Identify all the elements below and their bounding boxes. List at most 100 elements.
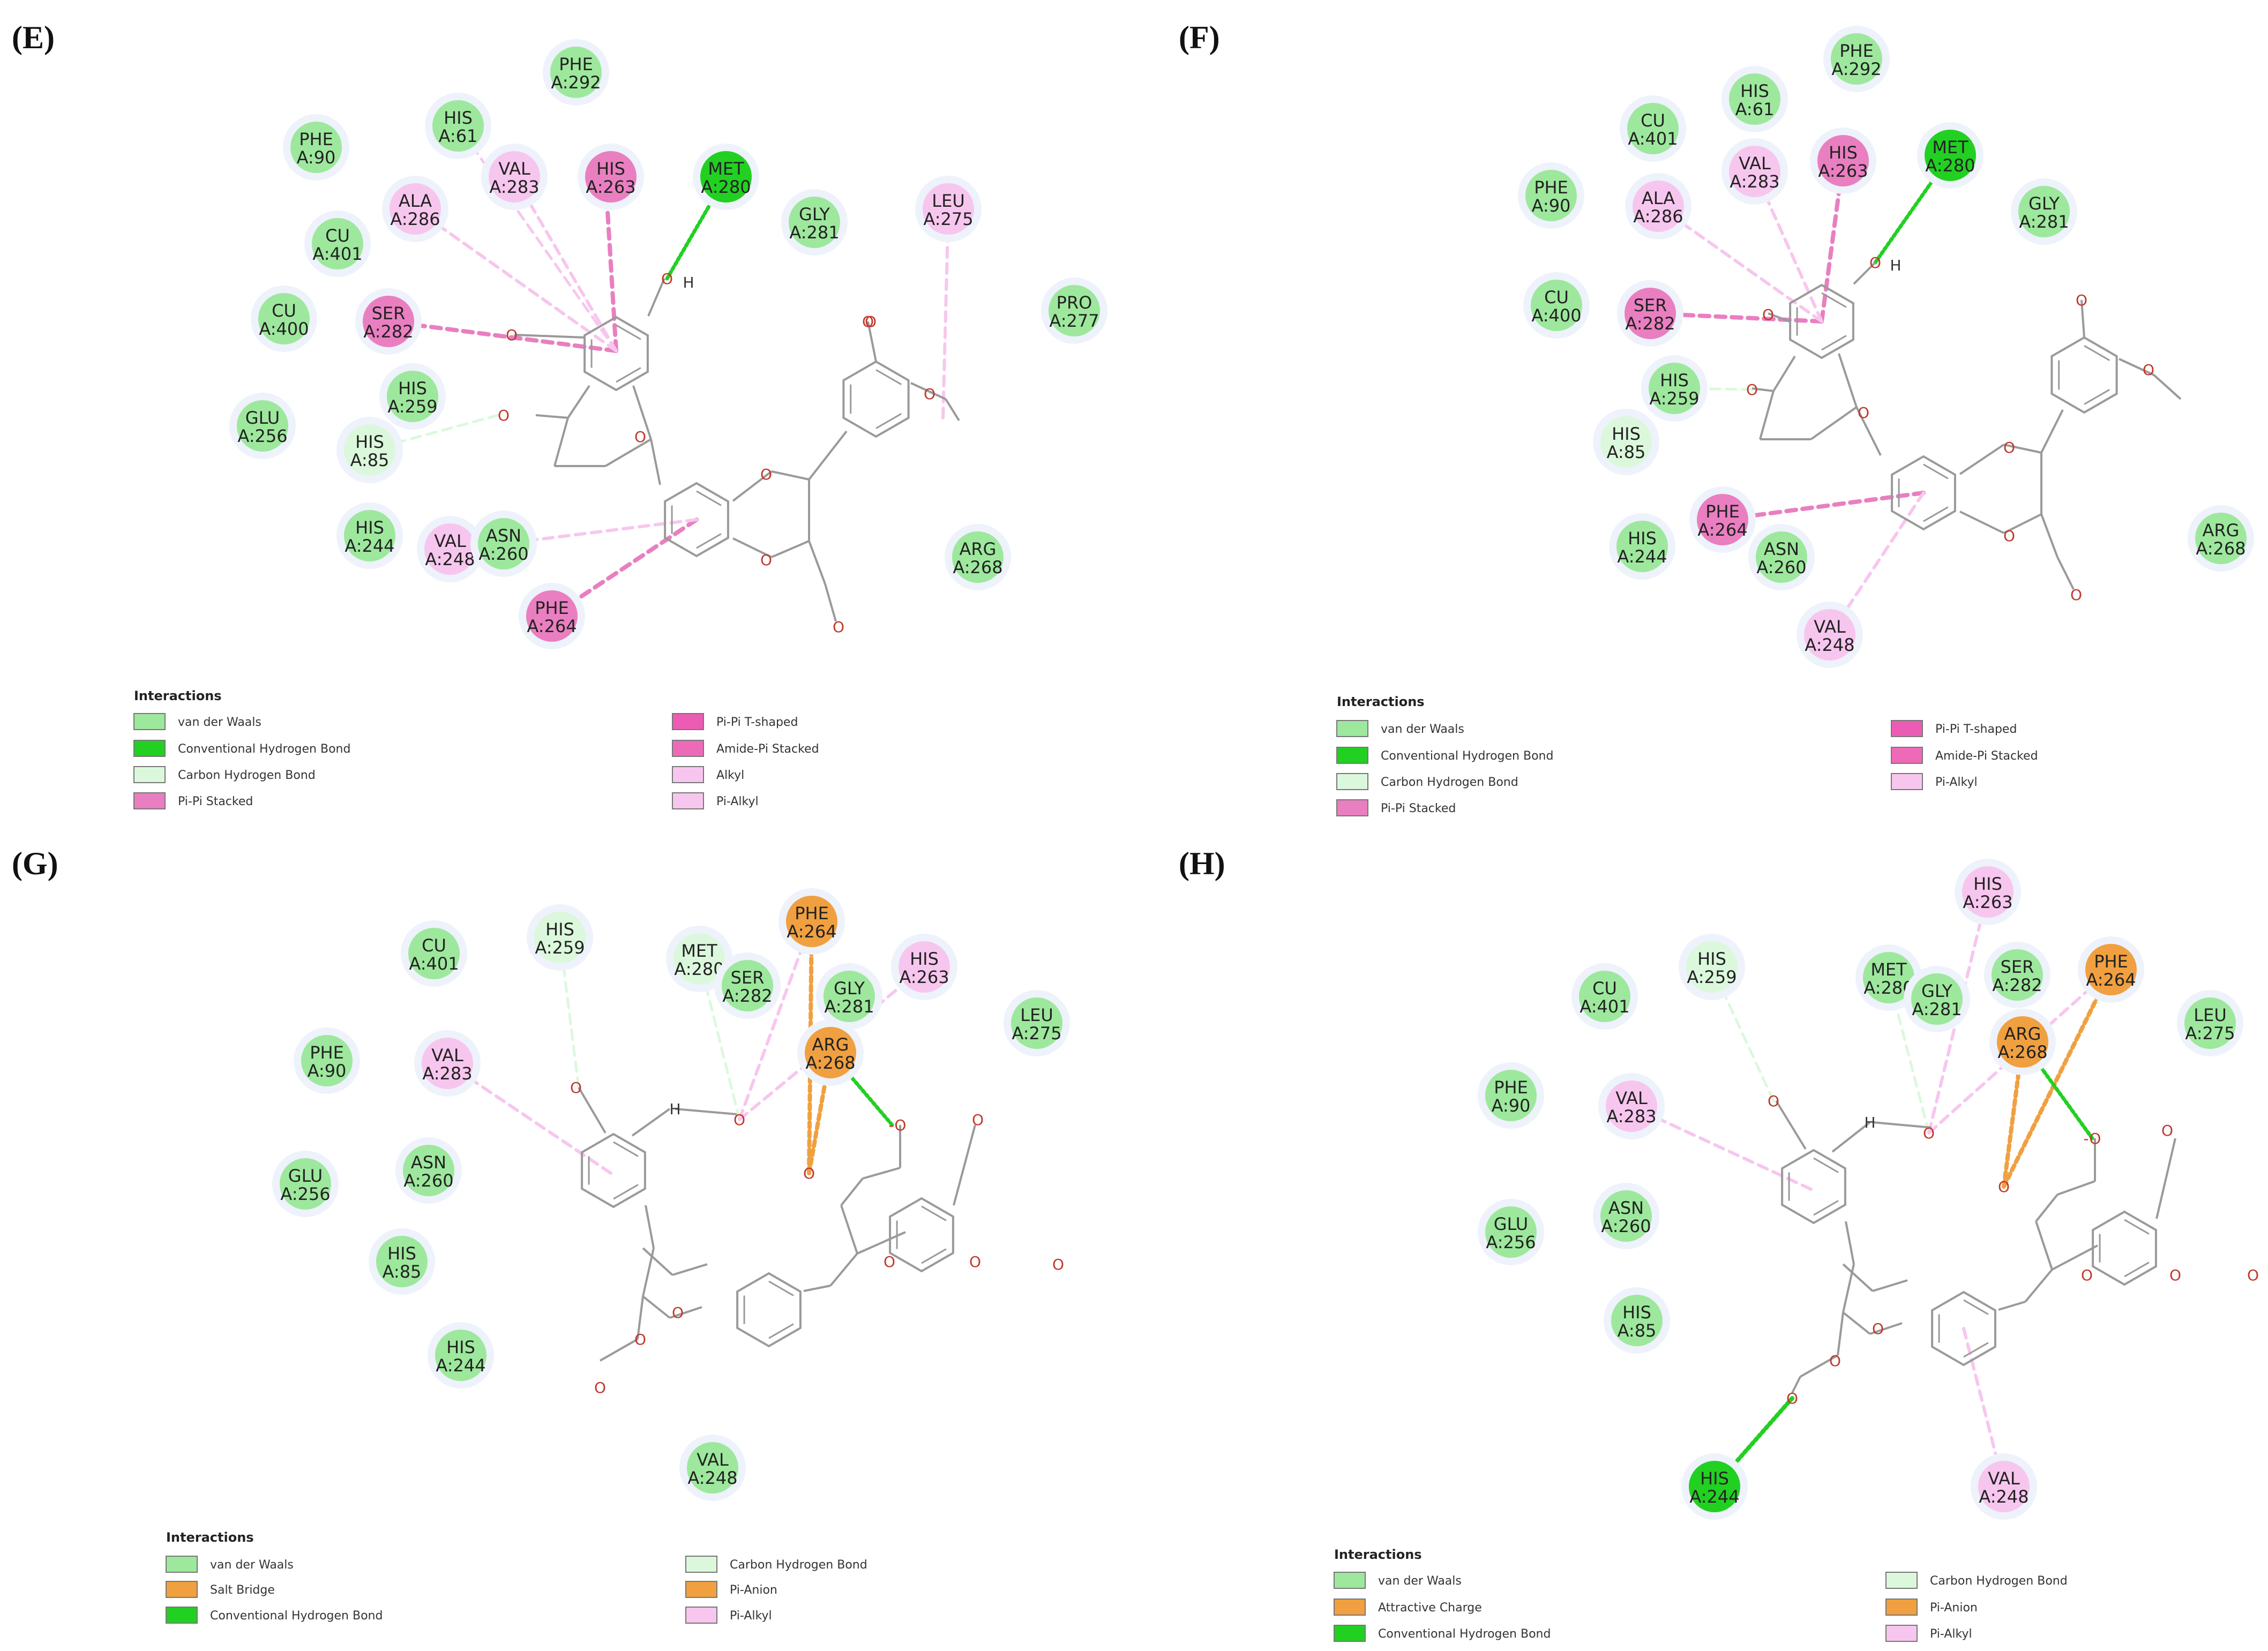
residue-id: A:286 xyxy=(1633,206,1683,227)
atom-label: O xyxy=(2143,361,2154,379)
residue-name: PHE xyxy=(1839,41,1874,61)
residue-disc xyxy=(1627,103,1679,154)
residue-name: ASN xyxy=(1764,539,1799,559)
residue-id: A:90 xyxy=(308,1061,347,1081)
residue-disc xyxy=(1600,416,1652,468)
residue-name: PHE xyxy=(1494,1077,1528,1098)
atom-label: O xyxy=(2003,439,2015,456)
legend-label: Carbon Hydrogen Bond xyxy=(1381,776,1518,789)
residue-name: HIS xyxy=(387,1243,416,1264)
residue-name: ARG xyxy=(812,1034,849,1055)
residue-disc xyxy=(390,183,441,235)
residue-id: A:401 xyxy=(1628,129,1678,149)
legend-swatch xyxy=(1891,773,1923,790)
atom-label: O xyxy=(2169,1266,2181,1284)
legend-label: van der Waals xyxy=(210,1558,294,1572)
residue-name: ASN xyxy=(1608,1198,1644,1218)
ligand-bond xyxy=(2153,374,2182,400)
residue-name: HIS xyxy=(1612,424,1641,444)
atom-label: O xyxy=(498,407,510,424)
residue-name: HIS xyxy=(1697,949,1726,969)
ligand-bond xyxy=(1837,1312,1844,1356)
ligand-bond xyxy=(1751,387,1774,392)
residue-name: PRO xyxy=(1057,292,1092,313)
residue-disc xyxy=(700,151,752,202)
residue-id: A:244 xyxy=(436,1355,485,1376)
residue-id: A:283 xyxy=(489,177,539,197)
ligand-double-bond xyxy=(2124,1219,2150,1235)
residue-disc xyxy=(1485,1070,1537,1121)
ligand-bond xyxy=(1759,391,1775,440)
legend-label: Alkyl xyxy=(716,769,744,782)
panel-label: (E) xyxy=(12,20,55,55)
residue-id: A:85 xyxy=(383,1262,422,1282)
residue-disc xyxy=(1049,285,1100,336)
atom-label: O xyxy=(2081,1266,2093,1284)
residue-id: A:400 xyxy=(259,319,309,339)
residue-disc xyxy=(786,896,837,947)
legend-title: Interactions xyxy=(1334,1547,1422,1562)
legend-label: Pi-Alkyl xyxy=(716,795,759,808)
residue-name: GLY xyxy=(799,204,830,224)
legend-swatch xyxy=(672,740,704,757)
atom-label: H xyxy=(1890,257,1901,274)
residue-name: SER xyxy=(372,303,406,324)
residue-disc xyxy=(1729,146,1780,197)
atom-label: O xyxy=(1869,254,1881,272)
residue-disc xyxy=(258,293,310,344)
residue-name: LEU xyxy=(932,191,964,211)
interaction-line xyxy=(368,414,500,452)
atom-label: O xyxy=(594,1379,606,1397)
residue-name: VAL xyxy=(431,1045,463,1065)
ligand-bond xyxy=(771,470,810,481)
legend-label: Carbon Hydrogen Bond xyxy=(730,1558,867,1572)
residue-id: A:248 xyxy=(687,1468,737,1488)
residue-id: A:256 xyxy=(280,1184,330,1204)
residue-id: A:292 xyxy=(1831,59,1881,79)
ligand-bond xyxy=(2052,1244,2098,1271)
ligand-double-bond xyxy=(696,490,722,506)
atom-label: O xyxy=(733,1111,745,1129)
ligand-double-bond xyxy=(2124,1262,2150,1278)
ligand-double-bond xyxy=(2084,345,2110,361)
legend-label: Pi-Alkyl xyxy=(1930,1627,1972,1641)
interaction-line xyxy=(1828,491,1925,636)
legend-swatch xyxy=(166,1556,198,1573)
residue-id: A:85 xyxy=(1607,442,1646,462)
residue-id: A:61 xyxy=(439,126,478,146)
residue-cu-401: CUA:401 xyxy=(1571,963,1638,1030)
residue-id: A:275 xyxy=(923,209,973,229)
ligand-bond xyxy=(1845,1221,1855,1265)
ligand-bond xyxy=(1810,406,1858,440)
ligand-bond xyxy=(578,1086,607,1134)
legend-title: Interactions xyxy=(134,688,222,703)
ligand-bond xyxy=(808,541,826,584)
residue-id: A:90 xyxy=(297,147,336,168)
ligand-bond xyxy=(1842,1263,1874,1292)
residue-disc xyxy=(2195,513,2247,564)
residue-id: A:244 xyxy=(1689,1487,1739,1507)
atom-label: O xyxy=(924,385,935,403)
residue-disc xyxy=(344,510,395,561)
residue-name: MET xyxy=(708,159,744,179)
ligand-bond xyxy=(600,1338,638,1362)
residue-id: A:268 xyxy=(1997,1042,2047,1062)
residue-disc xyxy=(312,218,363,269)
